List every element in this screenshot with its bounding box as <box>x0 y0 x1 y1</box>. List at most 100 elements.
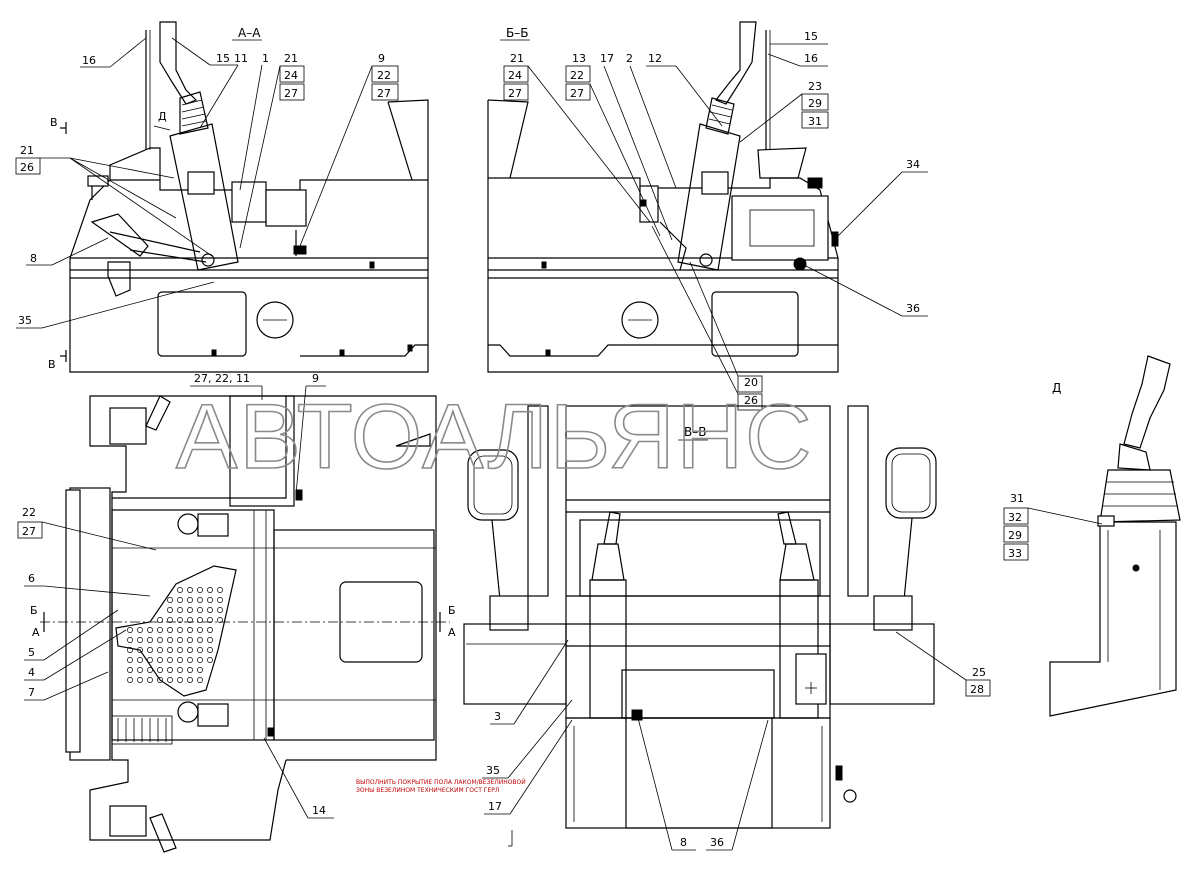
svg-text:17: 17 <box>488 800 502 813</box>
callout-8: 8 <box>26 237 109 266</box>
mat-dot <box>157 657 163 663</box>
mat-dot <box>207 597 213 603</box>
view-bb: Б–Б 21 <box>487 21 928 411</box>
mat-dot <box>127 647 133 653</box>
svg-text:28: 28 <box>970 683 984 696</box>
mat-dot <box>137 667 143 673</box>
mat-dot <box>177 677 183 683</box>
svg-text:16: 16 <box>82 54 96 67</box>
cut-mark-a-right: А <box>448 626 456 639</box>
callout-bb-26: 26 <box>651 225 763 411</box>
section-title-aa: А–А <box>238 26 261 40</box>
mat-dot <box>137 627 143 633</box>
mat-dot <box>177 627 183 633</box>
cut-mark-a-left: А <box>32 626 40 639</box>
mat-dot <box>147 677 153 683</box>
callout-group-bb-23: 23 29 31 <box>739 80 829 143</box>
watermark: АВТОАЛЬЯНС <box>176 386 814 488</box>
mat-dot <box>157 677 163 683</box>
callout-plan-7: 7 <box>24 671 109 701</box>
svg-text:9: 9 <box>378 52 385 65</box>
mat-dot <box>207 657 213 663</box>
mat-dot <box>137 647 143 653</box>
callout-group-bb-21: 21 24 27 <box>503 52 651 223</box>
callout-vv-group-25-28: 25 28 <box>895 631 991 697</box>
cut-mark-b-right: Б <box>448 604 456 617</box>
svg-text:11: 11 <box>234 52 248 65</box>
svg-text:27: 27 <box>284 87 298 100</box>
callout-16: 16 <box>80 37 147 68</box>
callout-15: 15 <box>171 37 238 66</box>
mat-dot <box>167 647 173 653</box>
mat-dot <box>147 637 153 643</box>
mat-dot <box>187 657 193 663</box>
mat-dot <box>187 627 193 633</box>
svg-text:5: 5 <box>28 646 35 659</box>
svg-text:6: 6 <box>28 572 35 585</box>
svg-text:13: 13 <box>572 52 586 65</box>
mat-dot <box>157 617 163 623</box>
callout-bb-17: 17 <box>600 52 673 241</box>
svg-text:3: 3 <box>494 710 501 723</box>
mat-dot <box>157 627 163 633</box>
svg-text:26: 26 <box>20 161 34 174</box>
mat-dot <box>127 667 133 673</box>
svg-text:35: 35 <box>486 764 500 777</box>
callout-plan-group-22-27: 22 27 <box>17 506 157 551</box>
svg-text:2: 2 <box>626 52 633 65</box>
mat-dot <box>177 657 183 663</box>
mat-dot <box>147 657 153 663</box>
svg-text:24: 24 <box>508 69 522 82</box>
callout-group-21-24-27: 21 24 27 <box>239 52 305 249</box>
callout-group-9-22-27: 9 22 27 <box>299 52 399 247</box>
svg-text:8: 8 <box>680 836 687 849</box>
mat-dot <box>197 627 203 633</box>
callout-1: 1 <box>239 52 269 191</box>
mat-dot <box>177 667 183 673</box>
svg-text:29: 29 <box>808 97 822 110</box>
svg-text:27, 22, 11: 27, 22, 11 <box>194 372 250 385</box>
svg-text:14: 14 <box>312 804 326 817</box>
mat-dot <box>177 617 183 623</box>
technical-note: ВЫПОЛНИТЬ ПОКРЫТИЕ ПОЛА ЛАКОМ/ВЕЗЕЛИНОВО… <box>356 779 526 794</box>
callout-vv-3: 3 <box>490 639 569 725</box>
view-d: Д 31 32 29 33 <box>1003 355 1181 717</box>
mat-dot <box>187 597 193 603</box>
callout-35: 35 <box>16 281 215 329</box>
mat-dot <box>207 627 213 633</box>
cut-mark-v-top: В <box>50 116 58 129</box>
mat-dot <box>167 607 173 613</box>
callout-plan-4: 4 <box>24 629 127 681</box>
callout-plan-9: 9 <box>295 372 326 495</box>
svg-text:36: 36 <box>710 836 724 849</box>
callout-bb-36: 36 <box>805 265 928 317</box>
mat-dot <box>137 677 143 683</box>
callout-group-bb-13: 13 22 27 <box>565 52 661 237</box>
callout-bb-2: 2 <box>626 52 677 189</box>
mat-dot <box>157 647 163 653</box>
svg-text:15: 15 <box>216 52 230 65</box>
mat-dot <box>207 587 213 593</box>
callout-bb-34: 34 <box>835 158 928 239</box>
mat-dot <box>157 667 163 673</box>
svg-text:35: 35 <box>18 314 32 327</box>
mat-dot <box>127 677 133 683</box>
mat-dot <box>197 677 203 683</box>
mat-dot <box>167 617 173 623</box>
view-aa: А–А <box>15 21 429 373</box>
svg-text:15: 15 <box>804 30 818 43</box>
svg-text:1: 1 <box>262 52 269 65</box>
mat-dot <box>207 647 213 653</box>
callout-vv-8: 8 <box>637 717 696 851</box>
svg-text:34: 34 <box>906 158 920 171</box>
mat-dot <box>197 657 203 663</box>
svg-text:12: 12 <box>648 52 662 65</box>
mat-dot <box>147 667 153 673</box>
svg-text:31: 31 <box>1010 492 1024 505</box>
svg-text:27: 27 <box>570 87 584 100</box>
mat-dot <box>197 587 203 593</box>
mat-dot <box>207 617 213 623</box>
svg-text:27: 27 <box>508 87 522 100</box>
callout-plan-5: 5 <box>24 609 119 661</box>
